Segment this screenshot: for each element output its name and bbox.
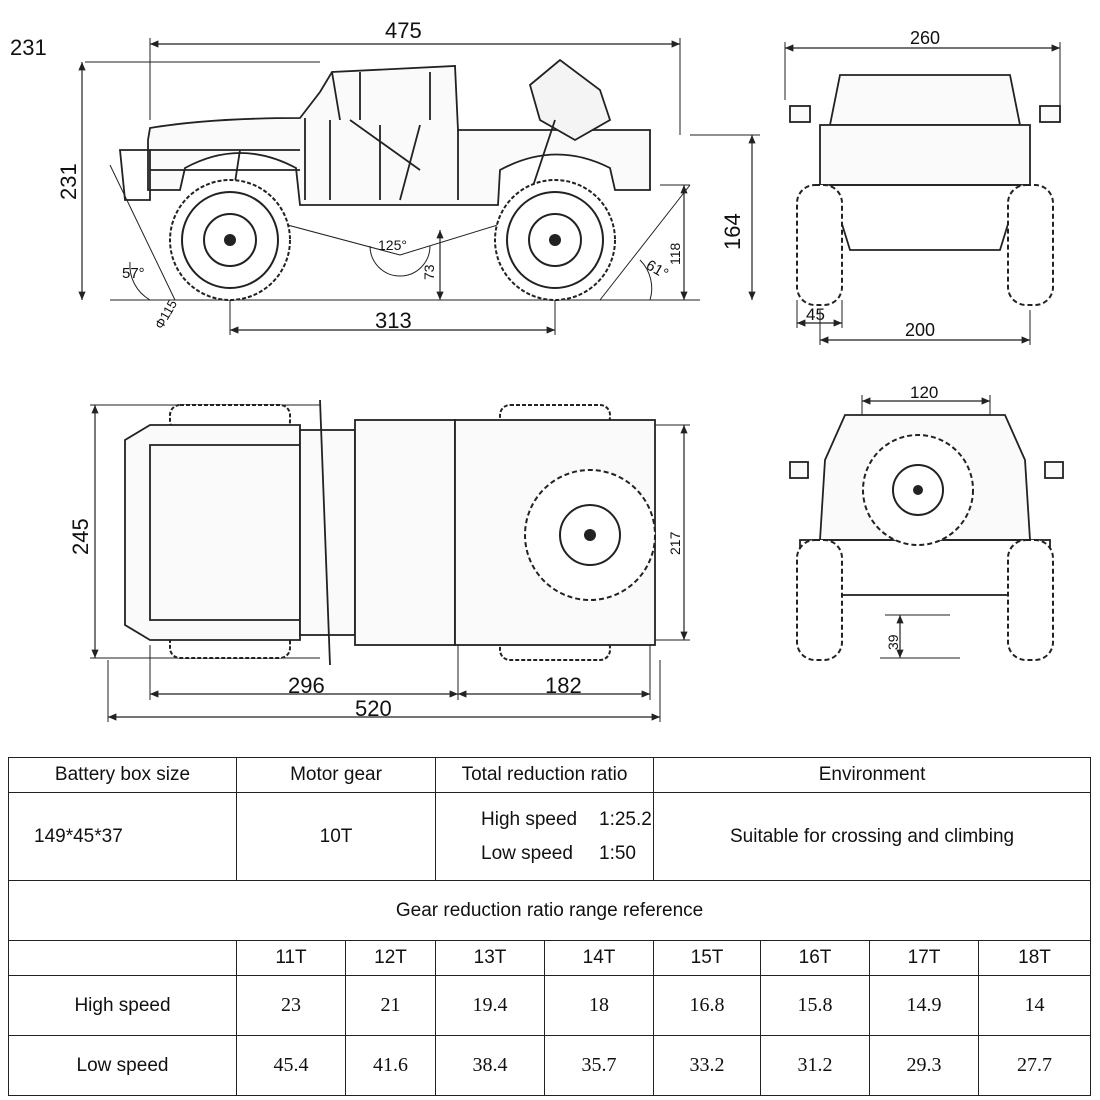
top-width-dim: 245 [68,518,93,555]
side-rear-wheel [494,179,616,301]
gear-col-header: 11T [236,940,346,976]
tire-diameter: Φ115 [152,297,181,331]
side-front-wheel [169,179,291,301]
table-cell: 16.8 [653,975,762,1036]
top-rear-width-dim: 217 [667,531,683,555]
table-cell: 31.2 [760,1035,871,1096]
truck-front-body [789,74,1061,251]
gear-corner-cell [8,940,237,976]
side-view: 475 231 164 118 73 313 57° 61° 125 [56,18,760,335]
row-label: High speed [8,975,237,1036]
low-speed-row: Low speed 45.4 41.6 38.4 35.7 33.2 31.2 … [8,1035,1092,1096]
gear-col-header: 13T [435,940,545,976]
battery-value: 149*45*37 [8,792,237,881]
table-cell: 15.8 [760,975,871,1036]
table-cell: 27.7 [978,1035,1092,1096]
table-cell: 14.9 [869,975,980,1036]
table-cell: 33.2 [653,1035,762,1096]
rear-clearance-dim: 39 [885,634,901,650]
battery-header: Battery box size [8,757,237,793]
side-rear-height-dim: 118 [667,242,683,265]
environment-header: Environment [653,757,1092,793]
front-tires [796,184,1054,306]
rear-view: 120 39 [789,383,1064,661]
corner-label: 231 [10,35,47,60]
technical-drawing: 231 475 231 164 118 73 313 57° [10,18,1064,722]
rear-tires [796,434,1054,661]
side-body-height-dim: 164 [720,213,745,250]
motor-value: 10T [236,792,436,881]
front-view: 260 45 200 [784,28,1061,345]
top-front-section-dim: 296 [288,673,325,698]
table-cell: 35.7 [543,1035,655,1096]
table-cell: 45.4 [236,1035,346,1096]
gear-col-header: 12T [345,940,436,976]
gear-col-header: 14T [543,940,655,976]
high-speed-label: High speed [481,808,578,830]
side-clearance-dim: 73 [421,264,437,280]
gear-col-header: 18T [978,940,1092,976]
low-speed-label: Low speed [481,842,573,864]
table-cell: 29.3 [869,1035,980,1096]
front-width-dim: 260 [910,28,940,48]
gear-col-header: 15T [653,940,762,976]
breakover-angle: 125° [378,237,407,253]
top-length-dim: 520 [355,696,392,721]
table-cell: 21 [345,975,436,1036]
low-speed-ratio: 1:50 [599,842,636,864]
top-view: 245 217 296 182 [68,399,690,722]
reduction-value: High speed 1:25.2 Low speed 1:50 [434,792,655,881]
reduction-header: Total reduction ratio [434,757,655,793]
motor-header: Motor gear [236,757,436,793]
table-cell: 14 [978,975,1092,1036]
gear-table-title: Gear reduction ratio range reference [7,880,1092,941]
side-length-dim: 475 [385,18,422,43]
front-tire-width-dim: 45 [806,305,825,324]
table-cell: 18 [543,975,655,1036]
table-cell: 41.6 [345,1035,436,1096]
top-spare-tire [524,469,656,601]
high-speed-row: High speed 23 21 19.4 18 16.8 15.8 14.9 … [8,975,1092,1036]
high-speed-ratio: 1:25.2 [599,808,652,830]
table-cell: 19.4 [435,975,545,1036]
front-track-dim: 200 [905,320,935,340]
gear-col-header: 17T [869,940,980,976]
table-cell: 23 [236,975,346,1036]
gear-col-header: 16T [760,940,871,976]
side-height-dim: 231 [56,163,81,200]
rear-spare-width-dim: 120 [910,383,938,402]
spec-table: Battery box size Motor gear Total reduct… [7,757,1092,1096]
environment-value: Suitable for crossing and climbing [653,792,1092,881]
table-cell: 38.4 [435,1035,545,1096]
side-wheelbase-dim: 313 [375,308,412,333]
top-rear-section-dim: 182 [545,673,582,698]
row-label: Low speed [8,1035,237,1096]
approach-angle: 57° [122,265,145,282]
